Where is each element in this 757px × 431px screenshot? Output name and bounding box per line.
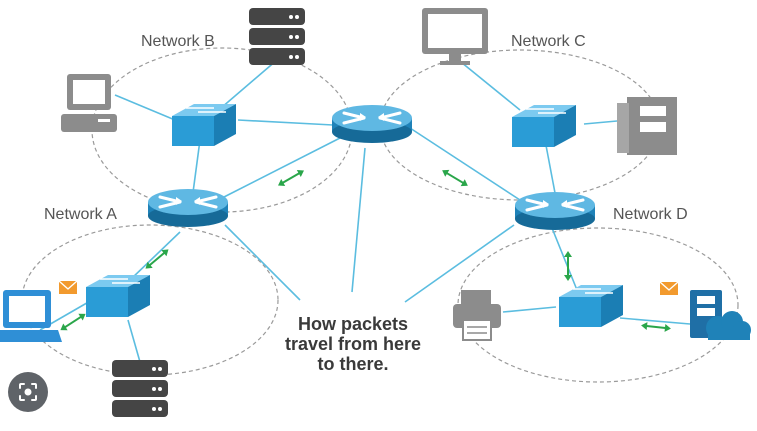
lens-icon (19, 383, 37, 401)
router-icon (513, 190, 597, 232)
switch-icon (85, 274, 151, 318)
link (129, 231, 181, 281)
switch-icon (558, 284, 624, 328)
link (224, 224, 301, 301)
network-b-label: Network B (141, 33, 215, 50)
server-icon (249, 8, 305, 65)
router-icon (330, 103, 414, 145)
cloud-server-icon (690, 290, 751, 340)
network-d-boundary (457, 227, 739, 383)
diagram-caption: How packets travel from here to there. (285, 314, 421, 374)
bidirectional-arrow-icon (57, 309, 89, 335)
link (114, 94, 176, 121)
envelope-icon (58, 280, 78, 295)
network-d-label: Network D (613, 206, 688, 223)
link (544, 139, 556, 194)
caption-line-1: How packets (298, 314, 408, 334)
bidirectional-arrow-icon (639, 320, 673, 334)
network-a-label: Network A (44, 206, 117, 223)
bidirectional-arrow-icon (563, 250, 573, 282)
link (455, 57, 521, 111)
router-icon (146, 187, 230, 229)
tower-pc-icon (617, 97, 677, 155)
link (351, 147, 366, 293)
lens-search-button[interactable] (8, 372, 48, 412)
switch-icon (171, 103, 237, 147)
link (237, 119, 334, 126)
server-icon (112, 360, 168, 417)
link (127, 319, 141, 363)
desktop-computer-icon (61, 74, 117, 132)
caption-line-3: to there. (317, 354, 388, 374)
monitor-icon (422, 8, 488, 65)
bidirectional-arrow-icon (275, 166, 307, 190)
envelope-icon (659, 281, 679, 296)
link (619, 317, 691, 325)
bidirectional-arrow-icon (439, 165, 471, 191)
caption-line-2: travel from here (285, 334, 421, 354)
laptop-icon (0, 290, 62, 342)
switch-icon (511, 104, 577, 148)
link (551, 227, 578, 291)
link (404, 224, 515, 303)
bidirectional-arrow-icon (141, 245, 173, 273)
printer-icon (453, 290, 501, 341)
link (502, 306, 557, 313)
network-c-label: Network C (511, 33, 586, 50)
link (223, 137, 341, 198)
link (409, 127, 521, 201)
